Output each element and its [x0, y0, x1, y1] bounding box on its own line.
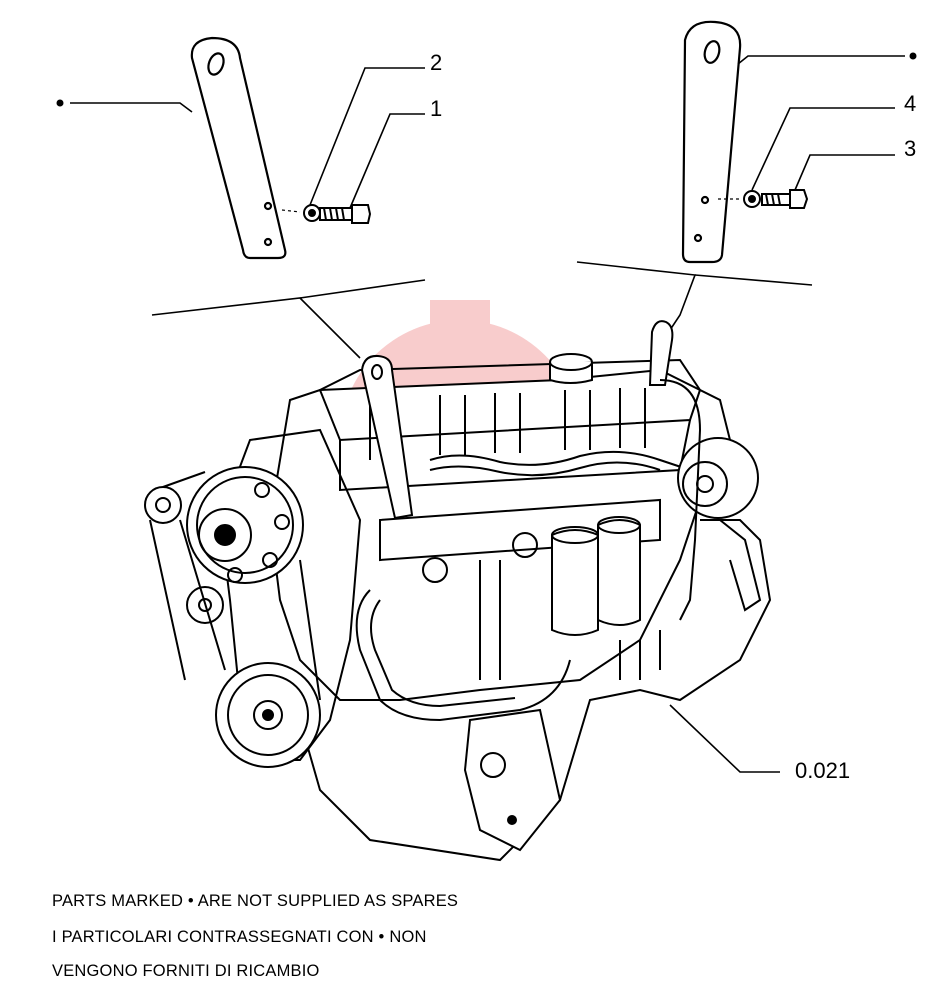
callout-1: 1: [430, 96, 443, 121]
left-washer: [303, 204, 321, 222]
left-leaders: [70, 67, 425, 209]
callout-2: 2: [430, 50, 443, 75]
callout-3: 3: [904, 136, 917, 161]
note-line-italian-2: VENGONO FORNITI DI RICAMBIO: [52, 962, 320, 980]
right-lifting-bracket: [681, 20, 742, 264]
left-not-supplied-dot-icon: [56, 99, 64, 107]
note-line-english: PARTS MARKED • ARE NOT SUPPLIED AS SPARE…: [52, 892, 459, 910]
right-screw: [761, 189, 809, 209]
right-leaders: [737, 55, 905, 191]
right-washer: [743, 190, 761, 208]
callout-group-ref: 0.021: [795, 758, 851, 783]
note-line-italian-1: I PARTICOLARI CONTRASSEGNATI CON • NON: [52, 928, 427, 946]
explode-lines: [151, 261, 813, 359]
engine-assembly: [144, 320, 772, 862]
left-axis-line: [281, 209, 301, 213]
left-lifting-bracket: [190, 36, 287, 260]
callout-4: 4: [904, 91, 917, 116]
group-ref-leader: [669, 704, 780, 773]
left-screw: [319, 204, 372, 224]
right-not-supplied-dot-icon: [909, 52, 917, 60]
